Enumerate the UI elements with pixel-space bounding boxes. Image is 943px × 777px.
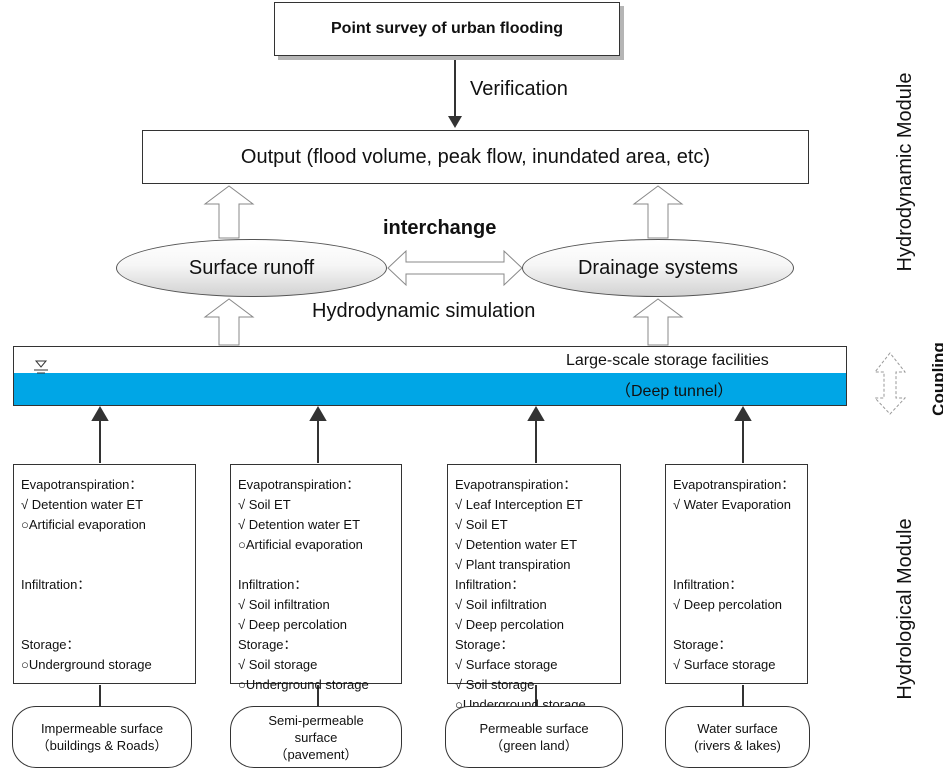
process-line: √ Deep percolation xyxy=(455,617,565,632)
process-line: Evapotranspiration： xyxy=(455,477,577,492)
process-line: √ Soil ET xyxy=(455,517,508,532)
up-arrow-drainage-output xyxy=(632,185,684,239)
water-level-icon xyxy=(34,360,48,374)
process-line: √ Soil infiltration xyxy=(455,597,547,612)
process-line: Evapotranspiration： xyxy=(673,477,795,492)
hydrodynamic-simulation-label: Hydrodynamic simulation xyxy=(312,300,536,322)
storage-label: Large-scale storage facilities xyxy=(566,352,769,369)
process-line: √ Plant transpiration xyxy=(455,557,571,572)
up-arrow-runoff-output xyxy=(203,185,255,239)
coupling-arrow xyxy=(873,352,907,415)
drainage-systems-node: Drainage systems xyxy=(522,239,794,297)
surface-title: Impermeable surface xyxy=(40,721,164,736)
process-line: Evapotranspiration： xyxy=(21,477,143,492)
process-line: √ Soil storage xyxy=(238,657,318,672)
process-line xyxy=(238,555,397,575)
process-line: Infiltration： xyxy=(455,577,525,592)
surface-title: Permeable surface xyxy=(479,721,589,736)
process-line: √ Water Evaporation xyxy=(673,497,791,512)
process-line: ○Artificial evaporation xyxy=(21,517,146,532)
process-line: √ Soil infiltration xyxy=(238,597,330,612)
process-line: √ Detention water ET xyxy=(455,537,578,552)
output-box: Output (flood volume, peak flow, inundat… xyxy=(142,130,809,184)
process-line xyxy=(673,515,803,535)
process-line: ○Underground storage xyxy=(238,677,369,692)
surface-runoff-node: Surface runoff xyxy=(116,239,387,297)
surface-subtitle: （buildings & Roads） xyxy=(36,738,168,753)
process-line xyxy=(21,555,191,575)
surface-permeable: Permeable surface （green land） xyxy=(445,706,623,768)
permeable-process-box: Evapotranspiration： √ Leaf Interception E… xyxy=(447,464,621,712)
surface-subtitle: (rivers & lakes) xyxy=(694,738,781,753)
process-line: √ Detention water ET xyxy=(238,517,361,532)
up-arrow-storage-drainage xyxy=(632,298,684,346)
process-line: Evapotranspiration： xyxy=(238,477,360,492)
water-fill xyxy=(14,373,846,405)
process-line: Storage： xyxy=(21,637,80,652)
process-line: Storage： xyxy=(455,637,514,652)
impermeable-process-box: Evapotranspiration： √ Detention water ET ○… xyxy=(13,464,196,684)
surface-water: Water surface (rivers & lakes) xyxy=(665,706,810,768)
process-line: Infiltration： xyxy=(238,577,308,592)
verification-label: Verification xyxy=(470,78,568,100)
process-line: Storage： xyxy=(673,637,732,652)
process-line xyxy=(673,555,803,575)
surface-title: Semi-permeable surface xyxy=(268,712,364,745)
water-surface-process-box: Evapotranspiration： √ Water Evaporation I… xyxy=(665,464,808,684)
process-line: Infiltration： xyxy=(673,577,743,592)
process-line: √ Soil ET xyxy=(238,497,291,512)
storage-facility-box xyxy=(13,346,847,406)
up-arrow-storage-runoff xyxy=(203,298,255,346)
semi-permeable-process-box: Evapotranspiration： √ Soil ET √ Detention … xyxy=(230,464,402,692)
process-line: ○Artificial evaporation xyxy=(238,537,363,552)
hydrological-module-label: Hydrological Module xyxy=(894,518,916,700)
process-line: Infiltration： xyxy=(21,577,91,592)
surface-semi-permeable: Semi-permeable surface （pavement） xyxy=(230,706,402,768)
surface-title: Water surface xyxy=(697,721,778,736)
surface-subtitle: （green land） xyxy=(490,738,578,753)
deep-tunnel-label: （Deep tunnel） xyxy=(615,383,734,400)
coupling-label: Coupling xyxy=(929,342,943,416)
process-line: √ Soil storage xyxy=(455,677,535,692)
surface-subtitle: （pavement） xyxy=(274,746,358,762)
process-line xyxy=(21,535,191,555)
surface-impermeable: Impermeable surface （buildings & Roads） xyxy=(12,706,192,768)
process-line: √ Surface storage xyxy=(673,657,776,672)
process-line: √ Surface storage xyxy=(455,657,558,672)
process-line: √ Leaf Interception ET xyxy=(455,497,583,512)
process-line xyxy=(673,535,803,555)
process-line: ○Underground storage xyxy=(21,657,152,672)
process-line xyxy=(21,595,191,615)
interchange-label: interchange xyxy=(383,217,497,239)
process-line: √ Deep percolation xyxy=(238,617,348,632)
process-line: Storage： xyxy=(238,637,297,652)
hydrodynamic-module-label: Hydrodynamic Module xyxy=(894,72,916,272)
process-line xyxy=(673,615,803,635)
process-line: √ Deep percolation xyxy=(673,597,783,612)
interchange-arrow xyxy=(387,249,523,287)
process-line: √ Detention water ET xyxy=(21,497,144,512)
process-line xyxy=(21,615,191,635)
point-survey-box: Point survey of urban flooding xyxy=(274,2,620,56)
